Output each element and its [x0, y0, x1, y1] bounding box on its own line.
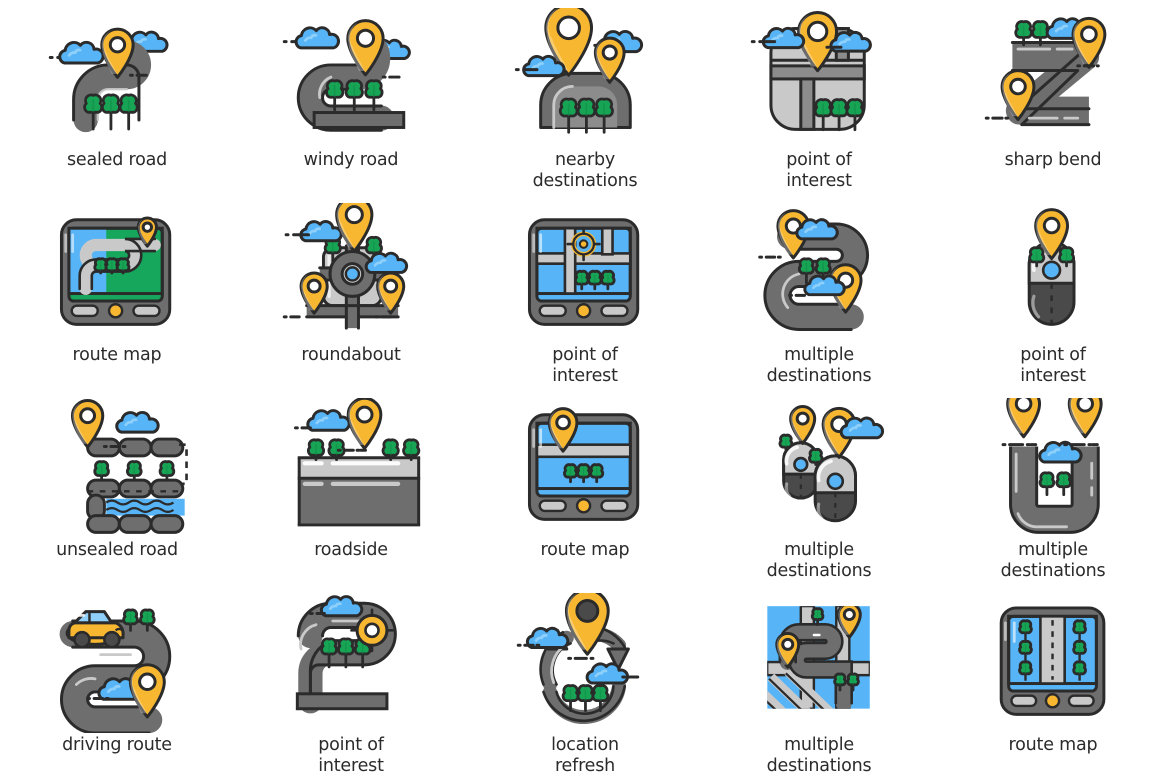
icon-label: driving route — [62, 735, 172, 755]
icon-cell-roadside[interactable]: roadside — [234, 390, 468, 585]
icon-label: sharp bend — [1004, 150, 1102, 170]
icon-cell-sharp-bend[interactable]: sharp bend — [936, 0, 1170, 195]
route-map-2-icon — [510, 398, 660, 538]
icon-cell-unsealed-road[interactable]: unsealed road — [0, 390, 234, 585]
icon-cell-roundabout[interactable]: roundabout — [234, 195, 468, 390]
route-map-1-icon — [42, 203, 192, 343]
icon-label: roadside — [314, 540, 388, 560]
icon-label: route map — [72, 345, 162, 365]
nearby-destinations-icon — [510, 8, 660, 148]
multiple-destinations-1-icon — [744, 203, 894, 343]
multiple-destinations-2-icon — [744, 398, 894, 538]
multiple-destinations-3-icon — [978, 398, 1128, 538]
icon-cell-route-map-1[interactable]: route map — [0, 195, 234, 390]
icon-label: roundabout — [301, 345, 401, 365]
driving-route-icon — [42, 593, 192, 733]
icon-cell-windy-road[interactable]: windy road — [234, 0, 468, 195]
icon-cell-driving-route[interactable]: driving route — [0, 585, 234, 780]
windy-road-icon — [276, 8, 426, 148]
icon-label: route map — [1008, 735, 1098, 755]
unsealed-road-icon — [42, 398, 192, 538]
icon-cell-sealed-road[interactable]: sealed road — [0, 0, 234, 195]
roadside-icon — [276, 398, 426, 538]
point-of-interest-1-icon — [744, 8, 894, 148]
multiple-destinations-4-icon — [744, 593, 894, 733]
route-map-3-icon — [978, 593, 1128, 733]
sharp-bend-icon — [978, 8, 1128, 148]
point-of-interest-3-icon — [978, 203, 1128, 343]
roundabout-icon — [276, 203, 426, 343]
location-refresh-icon — [510, 593, 660, 733]
icon-label: windy road — [303, 150, 399, 170]
point-of-interest-4-icon — [276, 593, 426, 733]
sealed-road-icon — [42, 8, 192, 148]
icon-label: route map — [540, 540, 630, 560]
icon-cell-route-map-2[interactable]: route map — [468, 390, 702, 585]
icon-cell-route-map-3[interactable]: route map — [936, 585, 1170, 780]
icon-label: unsealed road — [56, 540, 178, 560]
icon-label: sealed road — [66, 150, 168, 170]
point-of-interest-2-icon — [510, 203, 660, 343]
